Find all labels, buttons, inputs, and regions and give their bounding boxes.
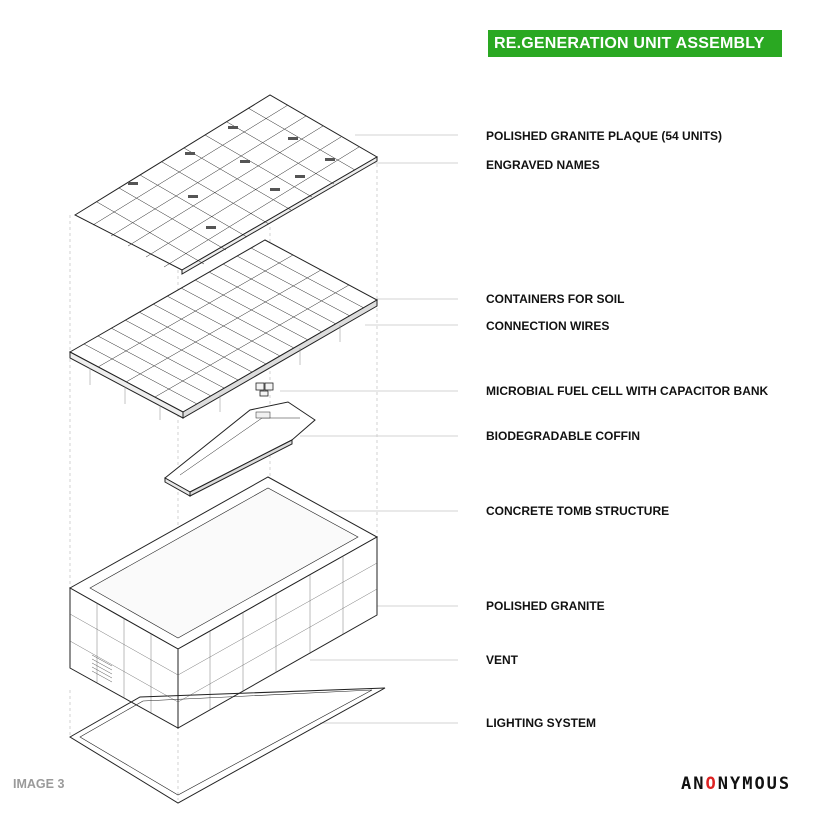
label-coffin: BIODEGRADABLE COFFIN [486, 429, 640, 443]
brand-logo: ANONYMOUS [681, 774, 791, 794]
label-vent: VENT [486, 653, 519, 667]
biodegradable-coffin [164, 401, 316, 497]
label-engraved-names: ENGRAVED NAMES [486, 158, 600, 172]
fuel-cell [255, 382, 274, 397]
image-number: IMAGE 3 [13, 777, 65, 791]
label-tomb: CONCRETE TOMB STRUCTURE [486, 504, 670, 518]
connection-wires [89, 325, 341, 420]
engraved-names [128, 126, 335, 229]
vent-grille [91, 654, 113, 683]
label-polished-granite: POLISHED GRANITE [486, 599, 605, 613]
soil-containers [68, 239, 379, 420]
granite-plaque [73, 94, 378, 275]
label-fuel-cell: MICROBIAL FUEL CELL WITH CAPACITOR BANK [486, 384, 769, 398]
label-containers-soil: CONTAINERS FOR SOIL [486, 292, 625, 306]
label-connection-wires: CONNECTION WIRES [486, 319, 610, 333]
label-granite-plaque: POLISHED GRANITE PLAQUE (54 UNITS) [486, 129, 723, 143]
label-lighting: LIGHTING SYSTEM [486, 716, 597, 730]
brand-part: NYMOUS [717, 774, 792, 794]
lighting-base [69, 687, 386, 804]
brand-part: AN [681, 774, 706, 794]
diagram-title: RE.GENERATION UNIT ASSEMBLY [488, 30, 782, 57]
brand-dot: O [705, 774, 718, 794]
concrete-tomb [68, 476, 379, 729]
